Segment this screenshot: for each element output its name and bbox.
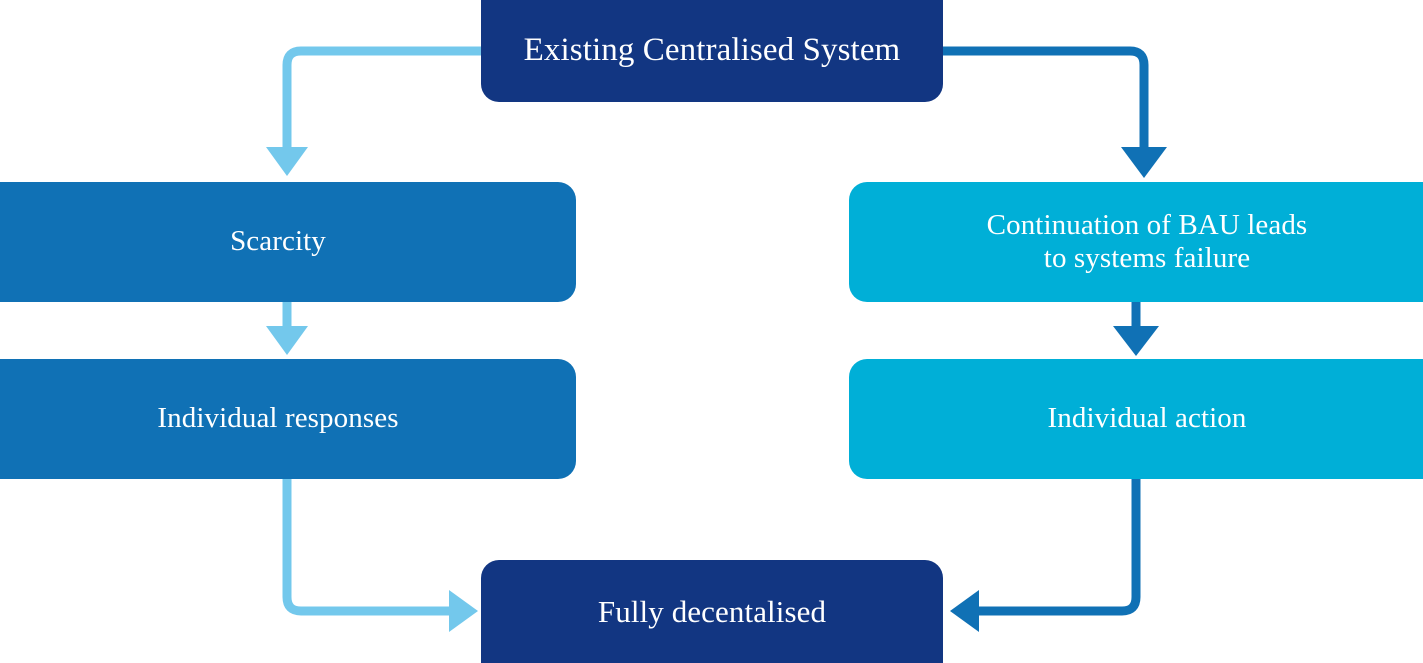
- connector-line: [978, 479, 1141, 616]
- arrowhead-down-icon: [1121, 147, 1167, 178]
- node-label: Fully decentalised: [597, 593, 827, 629]
- node-label: Continuation of BAU leads to systems fai…: [986, 208, 1308, 274]
- node-label: Scarcity: [230, 225, 326, 258]
- connector-individual-action-to-decentralised: [950, 479, 1141, 632]
- node-individual-action[interactable]: Individual action: [849, 359, 1423, 479]
- node-fully-decentalised[interactable]: Fully decentalised: [481, 560, 943, 663]
- arrowhead-right-icon: [449, 590, 478, 632]
- node-scarcity[interactable]: Scarcity: [0, 182, 576, 302]
- node-label: Individual responses: [157, 402, 399, 435]
- arrowhead-down-icon: [266, 326, 308, 355]
- connector-bau-to-individual-action: [1113, 302, 1159, 356]
- node-label: Individual action: [1047, 402, 1247, 435]
- node-label: Existing Centralised System: [523, 32, 901, 69]
- connector-line: [282, 479, 450, 616]
- arrowhead-left-icon: [950, 590, 979, 632]
- node-existing-centralised-system[interactable]: Existing Centralised System: [481, 0, 943, 102]
- connector-individual-responses-to-decentralised: [282, 479, 478, 632]
- node-individual-responses[interactable]: Individual responses: [0, 359, 576, 479]
- arrowhead-down-icon: [1113, 326, 1159, 356]
- node-continuation-of-bau[interactable]: Continuation of BAU leads to systems fai…: [849, 182, 1423, 302]
- connector-scarcity-to-individual-responses: [266, 302, 308, 355]
- arrowhead-down-icon: [266, 147, 308, 176]
